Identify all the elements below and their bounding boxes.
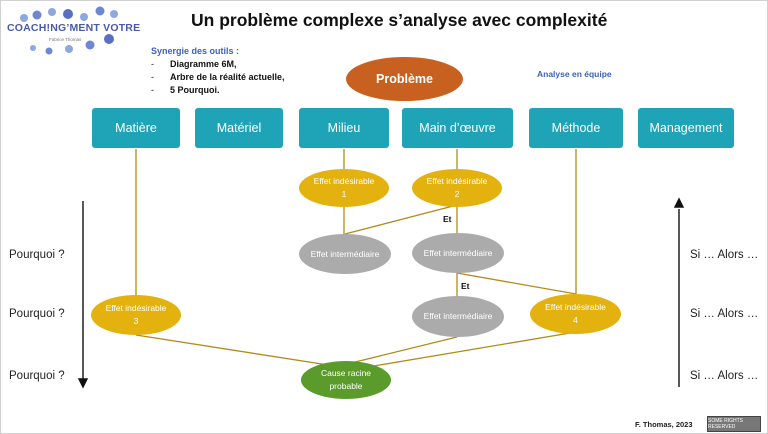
pourquoi-label: Pourquoi ?	[9, 249, 65, 261]
footer-credit: F. Thomas, 2023	[635, 420, 693, 429]
et-label: Et	[443, 214, 452, 224]
category-materiel: Matériel	[195, 108, 283, 148]
left-arrow-head	[77, 378, 89, 389]
line-inter2-effet4	[456, 272, 577, 295]
line-inter3-root	[350, 336, 458, 364]
page-title: Un problème complexe s’analyse avec comp…	[191, 10, 608, 30]
line-effet4-root	[355, 331, 577, 370]
right-arrow-head	[673, 197, 685, 208]
synergy-item: -5 Pourquoi.	[151, 85, 220, 95]
logo-dots-icon	[20, 6, 118, 55]
et-label: Et	[461, 281, 470, 291]
category-methode: Méthode	[529, 108, 623, 148]
category-main-doeuvre: Main d’œuvre	[402, 108, 513, 148]
line-effet3-root	[135, 334, 342, 368]
category-milieu: Milieu	[299, 108, 389, 148]
synergy-item: -Diagramme 6M,	[151, 59, 237, 69]
si-alors-label: Si … Alors …	[690, 308, 759, 320]
si-alors-label: Si … Alors …	[690, 370, 759, 382]
pourquoi-label: Pourquoi ?	[9, 308, 65, 320]
si-alors-label: Si … Alors …	[690, 249, 759, 261]
creative-commons-icon: SOME RIGHTS RESERVED	[707, 416, 761, 432]
problem-node: Problème	[346, 57, 463, 101]
synergy-box: Synergie des outils : -Diagramme 6M, -Ar…	[151, 45, 285, 97]
pourquoi-label: Pourquoi ?	[9, 370, 65, 382]
effet-intermediaire-3: Effet intermédiaire	[412, 296, 504, 337]
effet-intermediaire-1: Effet intermédiaire	[299, 234, 391, 274]
effet-intermediaire-2: Effet intermédiaire	[412, 233, 504, 273]
team-label: Analyse en équipe	[537, 69, 612, 79]
category-management: Management	[638, 108, 734, 148]
category-matiere: Matière	[92, 108, 180, 148]
logo-text: COACH!NG’MENT VOTRE	[7, 22, 141, 34]
line-effet2-inter1	[344, 204, 458, 235]
logo-subtext: Fabrice Thomas	[49, 37, 82, 42]
synergy-heading: Synergie des outils :	[151, 46, 240, 56]
logo	[7, 5, 139, 57]
synergy-item: -Arbre de la réalité actuelle,	[151, 72, 285, 82]
